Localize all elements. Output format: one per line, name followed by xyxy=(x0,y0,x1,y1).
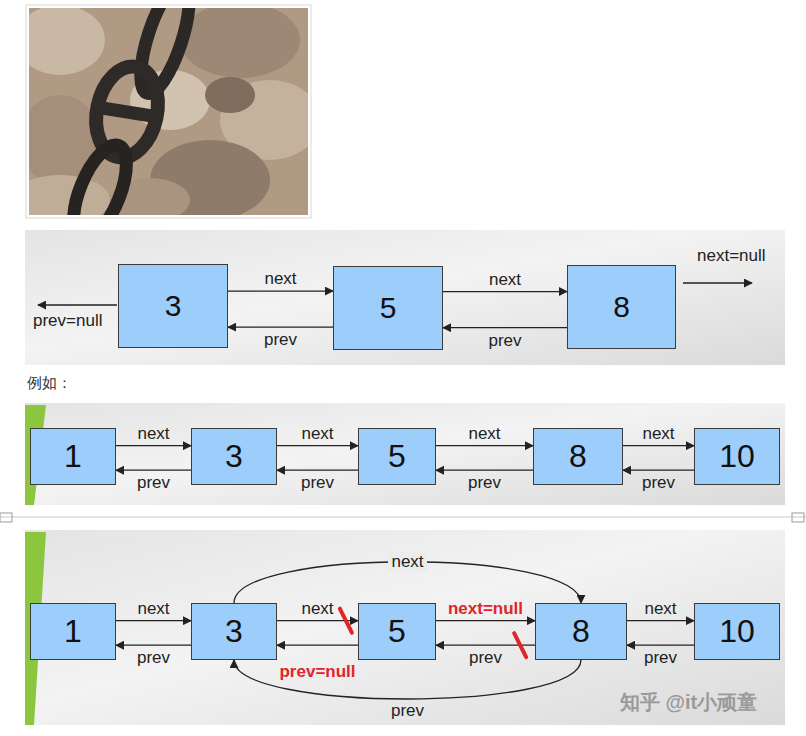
node-value: 3 xyxy=(165,289,182,323)
list-node-box: 8 xyxy=(533,428,623,485)
pointer-arrow xyxy=(436,445,533,446)
pointer-arrow xyxy=(116,645,191,646)
pointer-label: next=null xyxy=(448,599,523,618)
pointer-arrow xyxy=(277,470,358,471)
list-node-box: 3 xyxy=(191,428,277,485)
pointer-label: next xyxy=(137,424,169,443)
pointer-label: prev xyxy=(469,648,502,667)
null-pointer-arrow xyxy=(683,282,752,283)
pointer-label: prev xyxy=(642,473,675,492)
pointer-arrow xyxy=(277,645,358,646)
table-mark xyxy=(792,513,804,522)
list-node-box: 3 xyxy=(191,603,277,660)
pointer-arrow xyxy=(623,470,694,471)
list-node-box: 1 xyxy=(30,603,116,660)
pointer-arrow xyxy=(436,470,533,471)
pointer-label: prev=null xyxy=(279,662,355,681)
strike-mark xyxy=(340,609,352,633)
pointer-arrow xyxy=(627,645,694,646)
node-value: 1 xyxy=(64,438,82,475)
pointer-label: prev xyxy=(468,473,501,492)
list-node-box: 8 xyxy=(567,265,676,349)
pointer-label: next xyxy=(489,270,521,289)
pointer-arrow xyxy=(116,470,191,471)
pointer-arrow xyxy=(277,445,358,446)
pointer-arrow xyxy=(228,327,333,328)
pointer-arrow xyxy=(623,445,694,446)
pointer-label: next xyxy=(137,599,169,618)
pointer-arrow xyxy=(436,620,535,621)
list-node-box: 8 xyxy=(535,603,627,660)
node-value: 3 xyxy=(225,438,243,475)
list-node-box: 1 xyxy=(30,428,116,485)
null-label: prev=null xyxy=(33,311,102,331)
list-node-box: 10 xyxy=(694,603,780,660)
node-value: 10 xyxy=(719,613,755,650)
pointer-arrow xyxy=(443,327,567,328)
node-value: 5 xyxy=(388,613,406,650)
pointer-arrow xyxy=(116,445,191,446)
pointer-arrow xyxy=(116,620,191,621)
strike-mark xyxy=(514,633,526,657)
pointer-label: prev xyxy=(264,330,297,349)
null-pointer-arrow xyxy=(38,304,117,305)
node-value: 8 xyxy=(613,290,630,324)
list-node-box: 5 xyxy=(358,603,436,660)
pointer-label: prev xyxy=(391,701,424,720)
table-mark xyxy=(0,513,12,522)
pointer-label: next xyxy=(301,599,333,618)
watermark: 知乎 @it小顽童 xyxy=(620,690,757,714)
node-value: 8 xyxy=(569,438,587,475)
pointer-label: prev xyxy=(644,648,677,667)
pointer-label: next xyxy=(264,269,296,288)
panel-ground xyxy=(25,530,785,725)
pointer-label: prev xyxy=(137,648,170,667)
node-value: 1 xyxy=(64,613,82,650)
pointer-label: next xyxy=(644,599,676,618)
pointer-arrow xyxy=(443,291,567,292)
panel-ground xyxy=(25,403,785,505)
pointer-arrow xyxy=(234,660,581,699)
panel-ground xyxy=(25,230,785,365)
node-value: 5 xyxy=(380,291,397,325)
pointer-label: next xyxy=(642,424,674,443)
pointer-label: next xyxy=(468,424,500,443)
list-node-box: 3 xyxy=(118,264,228,348)
pointer-label: next xyxy=(388,552,426,571)
chain-photo xyxy=(10,0,320,246)
pointer-label: prev xyxy=(488,331,521,350)
pointer-arrow xyxy=(627,620,694,621)
list-node-box: 5 xyxy=(333,266,443,350)
node-value: 8 xyxy=(572,613,590,650)
pointer-label: next xyxy=(301,424,333,443)
pointer-label: prev xyxy=(137,473,170,492)
null-label: next=null xyxy=(697,246,766,266)
list-node-box: 10 xyxy=(694,428,780,485)
node-value: 5 xyxy=(388,438,406,475)
page-rule xyxy=(0,517,806,518)
list-node-box: 5 xyxy=(358,428,436,485)
body-text: 例如： xyxy=(27,374,72,392)
node-value: 10 xyxy=(719,438,755,475)
pointer-label: prev xyxy=(301,473,334,492)
node-value: 3 xyxy=(225,613,243,650)
pointer-arrow xyxy=(228,290,333,291)
